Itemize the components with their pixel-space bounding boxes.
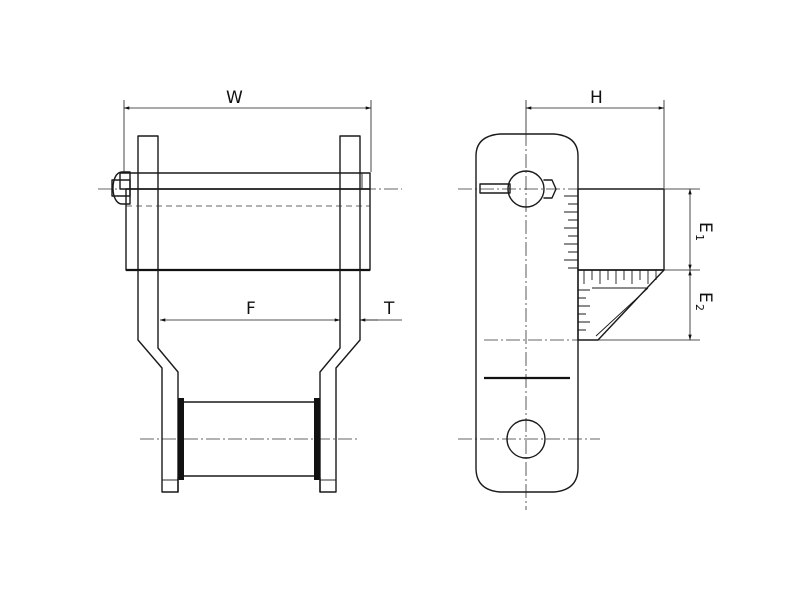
attachment-bracket-gusset bbox=[577, 269, 665, 341]
e2-subscript: 2 bbox=[693, 304, 706, 311]
left-inner-plate-tab bbox=[137, 135, 159, 271]
e1-label-group: E 1 bbox=[693, 222, 715, 241]
right-side-plate-outer bbox=[319, 269, 361, 493]
cotter-pin-side bbox=[479, 183, 511, 194]
side-view: H E 1 E 2 bbox=[458, 88, 715, 510]
roller-left-flange bbox=[178, 398, 184, 480]
e1-subscript: 1 bbox=[693, 234, 706, 241]
cotter-pin-shank-left bbox=[111, 179, 131, 197]
left-side-plate-outer bbox=[137, 269, 179, 493]
cotter-pin-tip bbox=[543, 179, 557, 199]
e2-label: E bbox=[695, 292, 715, 303]
h-label: H bbox=[590, 88, 603, 108]
t-label: T bbox=[383, 299, 395, 319]
right-inner-plate-tab bbox=[339, 135, 361, 271]
sleeve-block bbox=[125, 188, 371, 271]
e1-label: E bbox=[695, 222, 715, 233]
roller-hole bbox=[506, 419, 546, 459]
link-plate-outline bbox=[475, 133, 579, 493]
section-hatching bbox=[564, 195, 657, 331]
front-view: W F T bbox=[98, 88, 402, 493]
attachment-bracket-upper bbox=[577, 188, 665, 271]
bracket-diagonal-inner bbox=[595, 287, 649, 337]
cotter-pin-head-left bbox=[112, 171, 131, 205]
w-label: W bbox=[226, 88, 243, 108]
f-label: F bbox=[246, 299, 256, 319]
roller-right-flange bbox=[314, 398, 320, 480]
e2-label-group: E 2 bbox=[693, 292, 715, 311]
pin-hole-top bbox=[507, 170, 545, 208]
